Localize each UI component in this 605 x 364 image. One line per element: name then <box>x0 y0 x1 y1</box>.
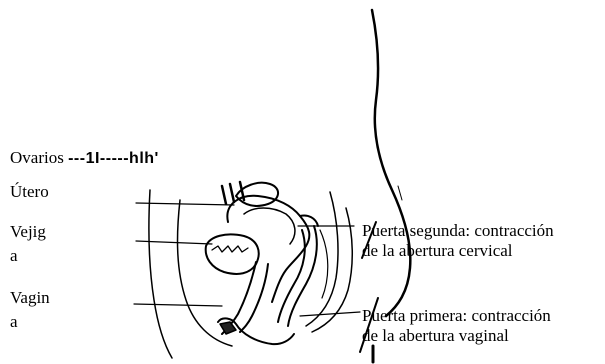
pelvic-line-right-1 <box>306 192 338 326</box>
label-puerta-primera-line1: Puerta primera: contracción <box>362 306 551 326</box>
label-vagina-line2: a <box>10 312 18 332</box>
leader-vejiga <box>136 241 212 244</box>
label-ovarios-scan-artifact: ---1I-----hlh' <box>68 150 159 167</box>
label-ovarios: Ovarios ---1I-----hlh' <box>10 148 159 169</box>
pelvic-line-left-outer <box>149 190 172 358</box>
label-vagina-line1: Vagin <box>10 288 50 308</box>
leader-utero <box>136 203 234 205</box>
label-puerta-segunda-line2: de la abertura cervical <box>362 241 513 261</box>
label-puerta-primera-line2: de la abertura vaginal <box>362 326 509 346</box>
label-utero: Útero <box>10 182 49 202</box>
bladder-inner-zigzag <box>212 246 248 252</box>
pelvic-line-right-3 <box>320 230 328 298</box>
bladder-shape <box>206 234 259 273</box>
label-vejiga-line1: Vejig <box>10 222 46 242</box>
leader-puerta-primera <box>300 312 360 316</box>
label-vejiga-line2: a <box>10 246 18 266</box>
label-ovarios-text: Ovarios <box>10 148 64 167</box>
label-puerta-segunda-line1: Puerta segunda: contracción <box>362 221 554 241</box>
body-tick <box>398 186 402 200</box>
leader-vagina <box>134 304 222 306</box>
body-outline <box>372 10 410 316</box>
